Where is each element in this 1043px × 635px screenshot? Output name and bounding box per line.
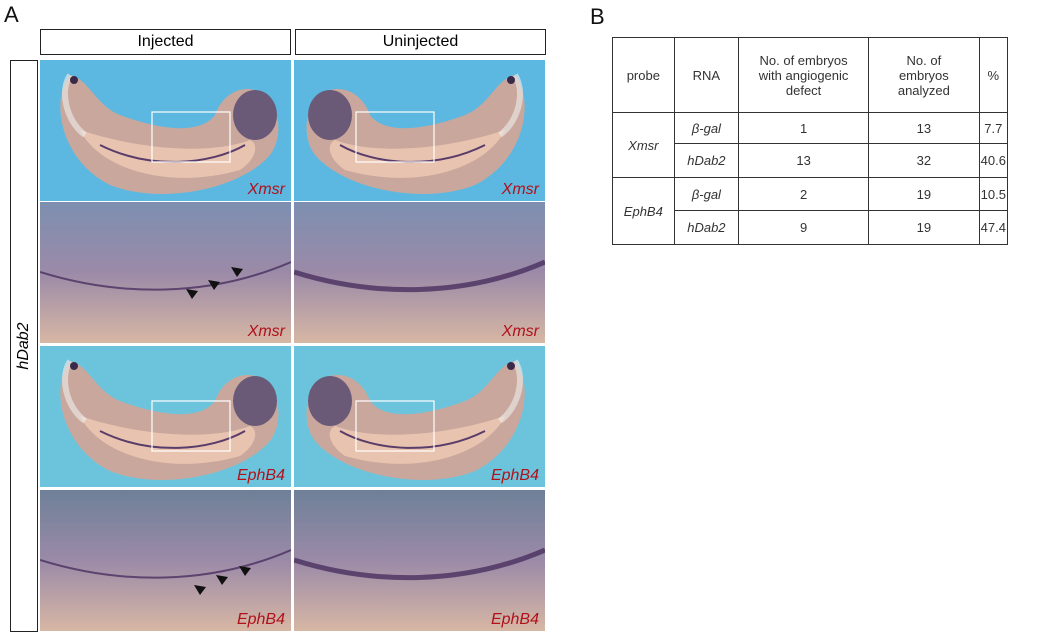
rna-cell: β-gal xyxy=(673,177,740,211)
embryo-image-ephb4-closeup-injected: EphB4 xyxy=(40,490,291,631)
panel-b-label: B xyxy=(590,4,605,29)
table-header-row: probe RNA No. of embryos with angiogenic… xyxy=(612,37,1009,113)
probe-label: EphB4 xyxy=(237,467,285,484)
probe-cell: EphB4 xyxy=(612,177,675,245)
header-defect: No. of embryos with angiogenic defect xyxy=(738,37,870,113)
probe-label: Xmsr xyxy=(501,323,540,340)
table-row: Xmsr β-gal 1 13 7.7 xyxy=(612,112,1009,178)
embryo-image-ephb4-whole-injected: EphB4 xyxy=(40,346,291,487)
table-row: hDab2 13 32 40.6 xyxy=(613,143,1009,178)
percent-cell: 47.4 xyxy=(978,210,1009,245)
defect-cell: 13 xyxy=(738,143,870,178)
probe-cell: Xmsr xyxy=(612,112,675,178)
row-label-hdab2: hDab2 xyxy=(15,322,32,370)
rna-cell: hDab2 xyxy=(673,210,740,245)
rna-cell: hDab2 xyxy=(673,143,740,178)
analyzed-cell: 32 xyxy=(868,143,980,178)
probe-label: Xmsr xyxy=(501,181,540,198)
header-rna: RNA xyxy=(673,37,740,113)
embryo-image-xmsr-closeup-uninjected: Xmsr xyxy=(294,202,545,343)
analyzed-cell: 19 xyxy=(868,177,980,211)
percent-cell: 7.7 xyxy=(978,112,1009,144)
panel-a-label: A xyxy=(4,2,19,27)
row-label-box: hDab2 xyxy=(10,60,38,632)
column-header-injected: Injected xyxy=(40,29,291,55)
defect-cell: 9 xyxy=(738,210,870,245)
header-percent: % xyxy=(978,37,1009,113)
percent-cell: 10.5 xyxy=(978,177,1009,211)
analyzed-cell: 13 xyxy=(868,112,980,144)
embryo-image-ephb4-closeup-uninjected: EphB4 xyxy=(294,490,545,631)
table-row: hDab2 9 19 47.4 xyxy=(613,210,1009,245)
embryo-image-xmsr-closeup-injected: Xmsr xyxy=(40,202,291,343)
header-analyzed: No. of embryos analyzed xyxy=(868,37,980,113)
probe-label: EphB4 xyxy=(237,611,285,628)
defect-cell: 2 xyxy=(738,177,870,211)
column-header-uninjected: Uninjected xyxy=(295,29,546,55)
rna-cell: β-gal xyxy=(673,112,740,144)
embryo-image-xmsr-whole-uninjected: Xmsr xyxy=(294,60,545,201)
defect-cell: 1 xyxy=(738,112,870,144)
probe-label: Xmsr xyxy=(247,181,286,198)
probe-label: Xmsr xyxy=(247,323,286,340)
probe-label: EphB4 xyxy=(491,467,539,484)
header-probe: probe xyxy=(612,37,675,113)
analyzed-cell: 19 xyxy=(868,210,980,245)
embryo-image-ephb4-whole-uninjected: EphB4 xyxy=(294,346,545,487)
percent-cell: 40.6 xyxy=(978,143,1009,178)
embryo-image-xmsr-whole-injected: Xmsr xyxy=(40,60,291,201)
table-row: EphB4 β-gal 2 19 10.5 xyxy=(612,177,1009,245)
probe-label: EphB4 xyxy=(491,611,539,628)
results-table: probe RNA No. of embryos with angiogenic… xyxy=(612,37,1009,245)
